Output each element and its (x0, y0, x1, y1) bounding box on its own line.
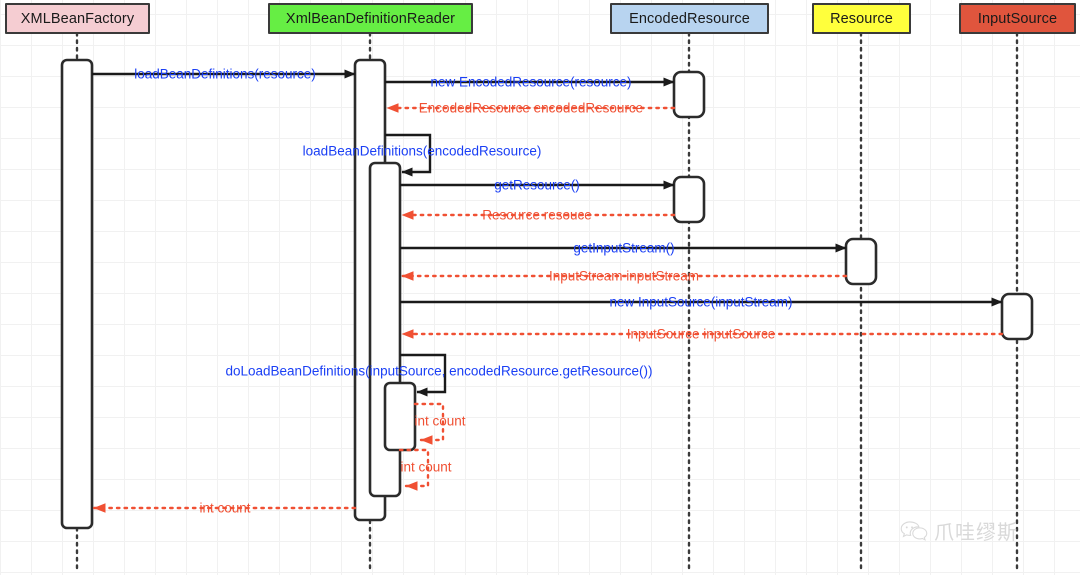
activation-encoded-1 (672, 70, 706, 119)
activation-factory (60, 58, 94, 530)
participant-label-input-source: InputSource (977, 10, 1058, 27)
participant-label-factory: XMLBeanFactory (20, 10, 135, 27)
participant-box-resource[interactable]: Resource (812, 3, 911, 34)
activation-input (1000, 292, 1034, 341)
activation-encoded-2 (672, 175, 706, 224)
activation-bars (60, 58, 1034, 530)
message-13-line (398, 448, 430, 491)
watermark-text: 爪哇缪斯 (934, 520, 1018, 544)
participant-box-reader[interactable]: XmlBeanDefinitionReader (268, 3, 473, 34)
watermark: 爪哇缪斯 (900, 516, 1018, 545)
participant-label-encoded-resource: EncodedResource (629, 10, 750, 27)
message-11-line (400, 353, 447, 397)
wechat-icon (900, 520, 928, 541)
participant-box-factory[interactable]: XMLBeanFactory (5, 3, 150, 34)
participant-label-reader: XmlBeanDefinitionReader (285, 10, 456, 27)
participant-box-encoded-resource[interactable]: EncodedResource (610, 3, 769, 34)
activation-resource (844, 237, 878, 286)
message-4-line (385, 133, 432, 177)
message-12-line (413, 402, 445, 445)
messages (92, 69, 1004, 513)
activation-reader-3 (383, 381, 417, 452)
participant-box-input-source[interactable]: InputSource (959, 3, 1076, 34)
participant-label-resource: Resource (830, 10, 893, 27)
